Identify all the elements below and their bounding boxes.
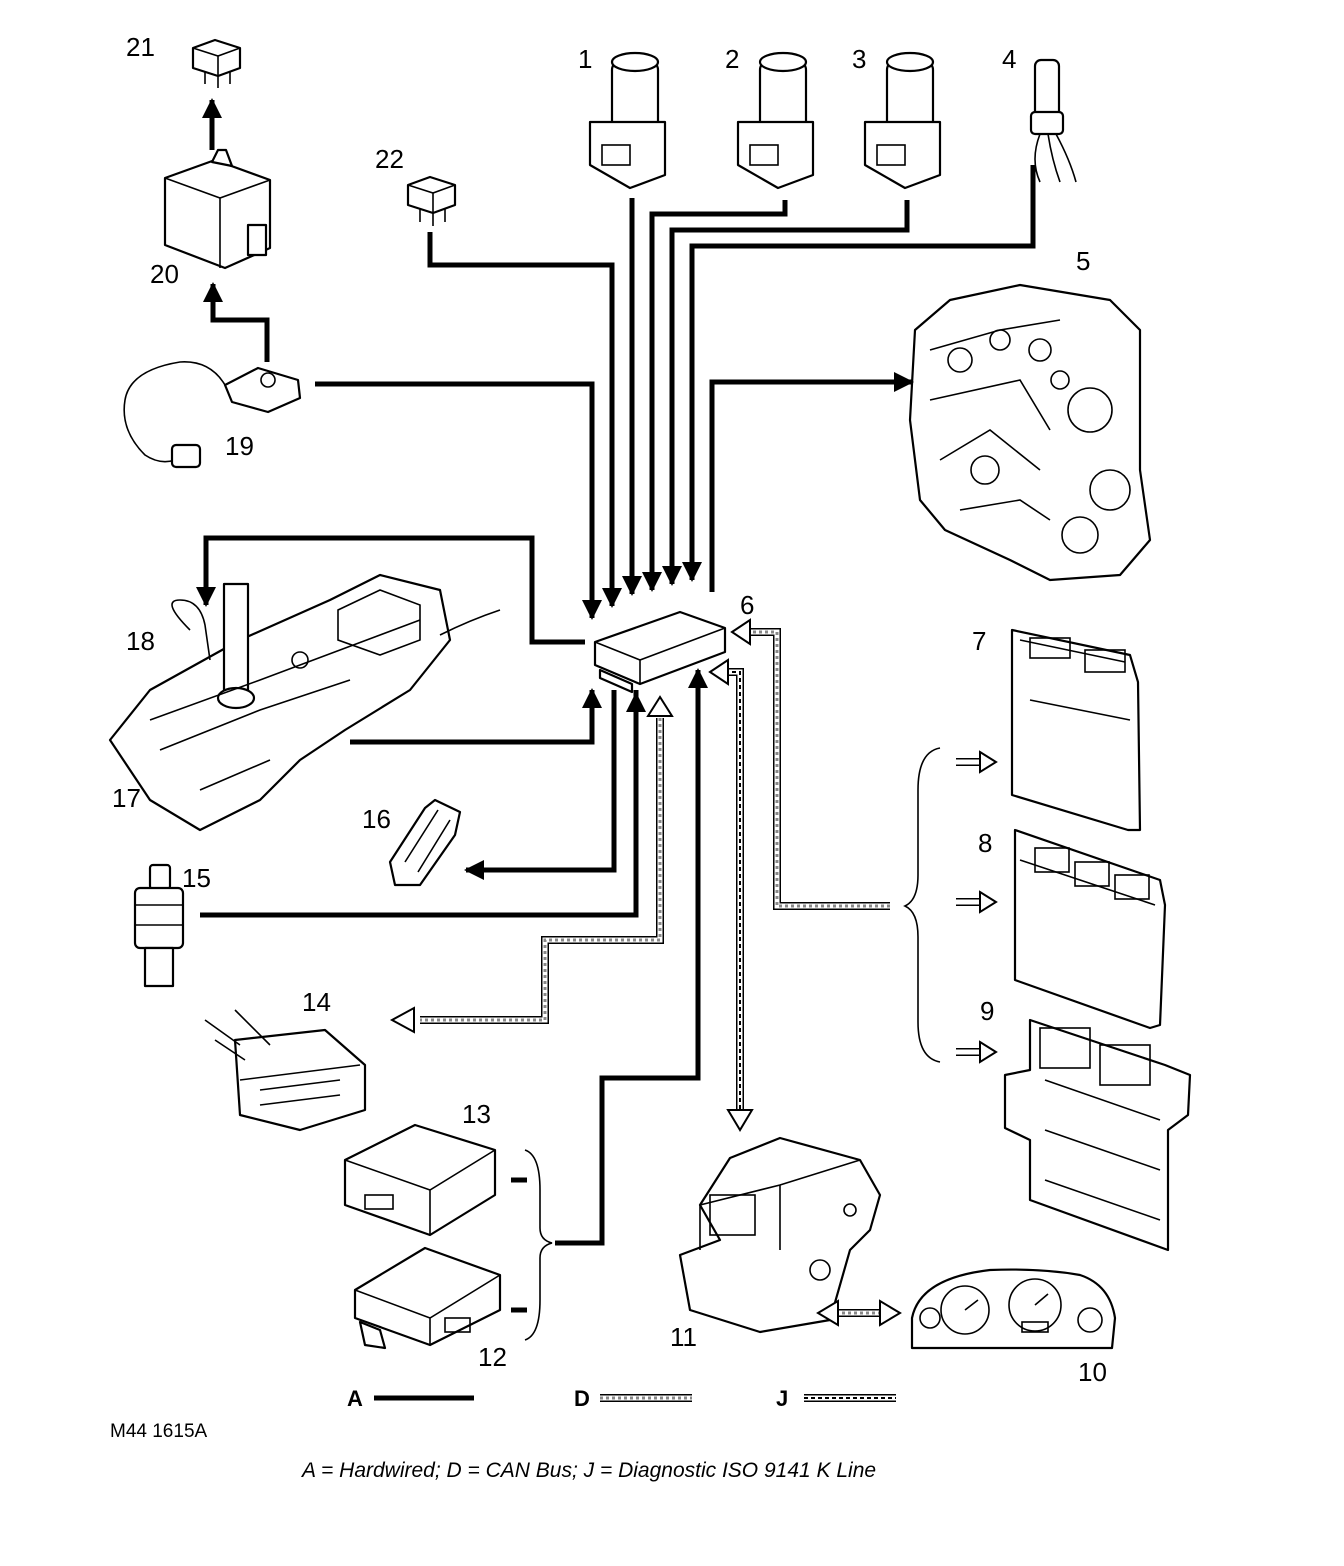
label-component-6: 6 [740, 590, 754, 620]
label-component-14: 14 [302, 987, 331, 1017]
label-component-20: 20 [150, 259, 179, 289]
label-component-17: 17 [112, 783, 141, 813]
label-component-15: 15 [182, 863, 211, 893]
position-switch-19 [123, 361, 302, 469]
solenoid-1 [588, 51, 667, 190]
label-component-9: 9 [980, 996, 994, 1026]
module-13 [343, 1123, 497, 1237]
ecu-8 [1013, 828, 1167, 1030]
figure-caption: A = Hardwired; D = CAN Bus; J = Diagnost… [300, 1459, 876, 1482]
ecu-7 [1010, 628, 1142, 832]
figure-reference: M44 1615A [110, 1421, 208, 1442]
legend-key-a: A [347, 1386, 363, 1411]
wire-position-switch-to-module-20 [203, 282, 270, 362]
wire-switch-16 [464, 690, 617, 880]
label-component-16: 16 [362, 804, 391, 834]
valve-body-5 [908, 283, 1152, 582]
module-20 [163, 148, 272, 270]
hardwired-connections [196, 98, 1036, 1246]
control-module-6 [593, 610, 727, 694]
module-12 [353, 1246, 502, 1350]
diagnostic-k-line [708, 658, 754, 1132]
label-component-13: 13 [462, 1099, 491, 1129]
wire-selector-17-18 [196, 535, 585, 645]
label-component-1: 1 [578, 44, 592, 74]
label-component-2: 2 [725, 44, 739, 74]
label-component-11: 11 [670, 1322, 697, 1352]
wire-relay-22 [427, 232, 622, 608]
label-component-5: 5 [1076, 246, 1090, 276]
brace-ecus [903, 747, 941, 1063]
label-component-8: 8 [978, 828, 992, 858]
wire-brake-switch-15 [200, 690, 639, 918]
label-component-22: 22 [375, 144, 404, 174]
component-numbers: 1 2 3 4 5 6 7 8 9 10 11 12 13 14 15 16 1… [112, 32, 1107, 1387]
wire-valve-body-5 [709, 372, 914, 592]
label-component-4: 4 [1002, 44, 1016, 74]
wire-solenoid-2 [642, 200, 788, 592]
wire-sensor-4 [682, 165, 1036, 582]
wire-position-switch-19 [315, 381, 602, 620]
instrument-cluster-10 [910, 1268, 1117, 1350]
label-component-10: 10 [1078, 1357, 1107, 1387]
wire-selector-17 [350, 688, 602, 745]
relay-22 [406, 175, 457, 226]
line-legend: A D J [347, 1386, 896, 1411]
label-component-7: 7 [972, 626, 986, 656]
label-component-18: 18 [126, 626, 155, 656]
ecu-9 [1003, 1018, 1192, 1252]
solenoid-3 [863, 51, 942, 190]
diagnostic-connector-14 [204, 1009, 367, 1132]
label-component-3: 3 [852, 44, 866, 74]
can-bus-connections [389, 618, 998, 1327]
harness-18 [171, 599, 211, 661]
brake-switch-15 [133, 863, 185, 988]
legend-key-j: J [776, 1386, 788, 1411]
label-component-12: 12 [478, 1342, 507, 1372]
abs-modulator-11 [678, 1136, 882, 1334]
solenoid-2 [736, 51, 815, 190]
brace-modules [511, 1149, 553, 1341]
legend-key-d: D [574, 1386, 590, 1411]
wire-solenoid-3 [662, 200, 910, 586]
label-component-19: 19 [225, 431, 254, 461]
selector-assembly-17 [108, 573, 501, 832]
relay-21 [191, 38, 242, 88]
label-component-21: 21 [126, 32, 155, 62]
wire-modules-12-13 [555, 668, 708, 1246]
sensor-4 [1029, 58, 1077, 183]
switch-16 [388, 798, 462, 887]
